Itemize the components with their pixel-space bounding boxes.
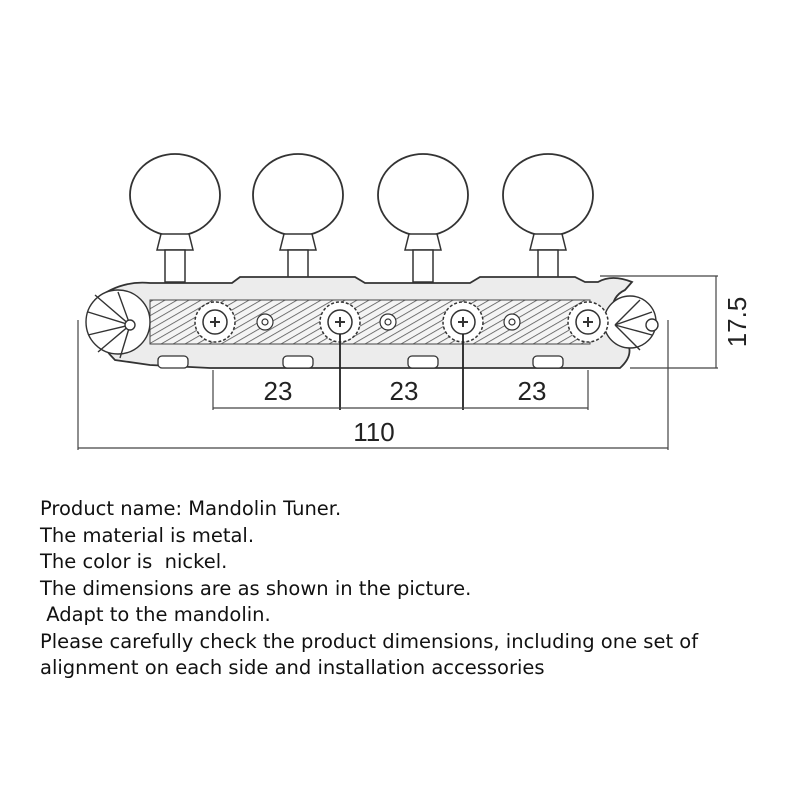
tuner-button-3 — [377, 153, 469, 283]
tuner-buttons — [129, 153, 594, 283]
mandolin-tuner-diagram: 23 23 23 110 17.5 — [77, 153, 752, 450]
description-line-check-2: alignment on each side and installation … — [40, 656, 545, 679]
tuner-button-4 — [502, 153, 594, 283]
dimension-label-23-middle: 23 — [390, 376, 419, 406]
flower-ornaments — [256, 313, 521, 331]
screw-1 — [194, 301, 236, 343]
description-line-dimensions: The dimensions are as shown in the pictu… — [40, 576, 472, 600]
screw-4 — [567, 301, 609, 343]
dimension-label-17-5: 17.5 — [722, 297, 752, 348]
description-line-color: The color is nickel. — [40, 550, 228, 573]
tuner-button-1 — [129, 153, 221, 283]
dimension-label-23-right: 23 — [518, 376, 547, 406]
tuner-button-2 — [252, 153, 344, 283]
dimension-label-110: 110 — [353, 417, 394, 447]
screw-3 — [442, 301, 484, 343]
description-line-product-name: Product name: Mandolin Tuner. — [40, 497, 342, 520]
description-line-material: The material is metal. — [40, 523, 255, 547]
description-line-adapt: Adapt to the mandolin. — [40, 603, 271, 626]
tuner-plate — [91, 276, 634, 369]
product-description: Product name: Mandolin Tuner. The materi… — [40, 496, 790, 682]
dimension-lines — [77, 275, 718, 450]
left-fan-ornament — [85, 289, 151, 359]
dimension-label-23-left: 23 — [264, 376, 293, 406]
description-line-check-1: Please carefully check the product dimen… — [40, 629, 699, 653]
